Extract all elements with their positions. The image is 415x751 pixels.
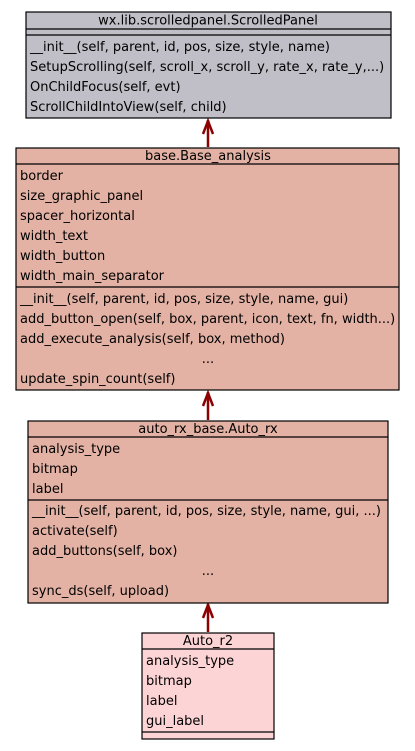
class-title: Auto_r2 (183, 634, 233, 649)
class-method: OnChildFocus(self, evt) (30, 80, 181, 95)
class-method: add_execute_analysis(self, box, method) (20, 332, 285, 347)
arrow-head-icon (201, 117, 215, 135)
class-attribute: width_main_separator (20, 269, 165, 284)
class-attribute: width_text (20, 229, 88, 244)
class-method: __init__(self, parent, id, pos, size, st… (29, 40, 330, 55)
class-attribute: size_graphic_panel (20, 189, 143, 204)
class-method: add_buttons(self, box) (32, 544, 178, 559)
class-attribute: width_button (20, 249, 105, 264)
class-attribute: label (32, 482, 63, 497)
class-box-auto-rx: auto_rx_base.Auto_rx analysis_type bitma… (27, 420, 389, 604)
class-box-scrolled-panel: wx.lib.scrolledpanel.ScrolledPanel __ini… (25, 11, 392, 119)
class-attribute: spacer_horizontal (20, 209, 135, 224)
class-attribute: gui_label (146, 714, 204, 729)
class-method-ellipsis: ... (202, 352, 214, 367)
class-method: activate(self) (32, 524, 118, 539)
class-method: update_spin_count(self) (20, 372, 175, 387)
class-method: add_button_open(self, box, parent, icon,… (20, 312, 395, 327)
class-attribute: analysis_type (146, 654, 234, 669)
class-method: ScrollChildIntoView(self, child) (30, 100, 227, 115)
class-attribute: bitmap (32, 462, 78, 477)
class-title: wx.lib.scrolledpanel.ScrolledPanel (98, 14, 318, 29)
class-method: __init__(self, parent, id, pos, size, st… (19, 292, 348, 307)
class-title: auto_rx_base.Auto_rx (138, 422, 278, 437)
arrow-head-icon (201, 601, 215, 619)
class-method: sync_ds(self, upload) (32, 584, 169, 599)
arrow-head-icon (201, 389, 215, 407)
class-method: __init__(self, parent, id, pos, size, st… (31, 504, 381, 519)
class-box-base-analysis: base.Base_analysis border size_graphic_p… (15, 147, 400, 391)
class-attribute: bitmap (146, 674, 192, 689)
class-title: base.Base_analysis (145, 149, 271, 164)
class-method-ellipsis: ... (202, 564, 214, 579)
class-attribute: label (146, 694, 177, 709)
class-method: SetupScrolling(self, scroll_x, scroll_y,… (30, 60, 384, 75)
class-attribute: border (20, 169, 64, 184)
inheritance-arrows (201, 117, 215, 632)
class-attribute: analysis_type (32, 442, 120, 457)
class-box-auto-r2: Auto_r2 analysis_type bitmap label gui_l… (141, 632, 275, 740)
